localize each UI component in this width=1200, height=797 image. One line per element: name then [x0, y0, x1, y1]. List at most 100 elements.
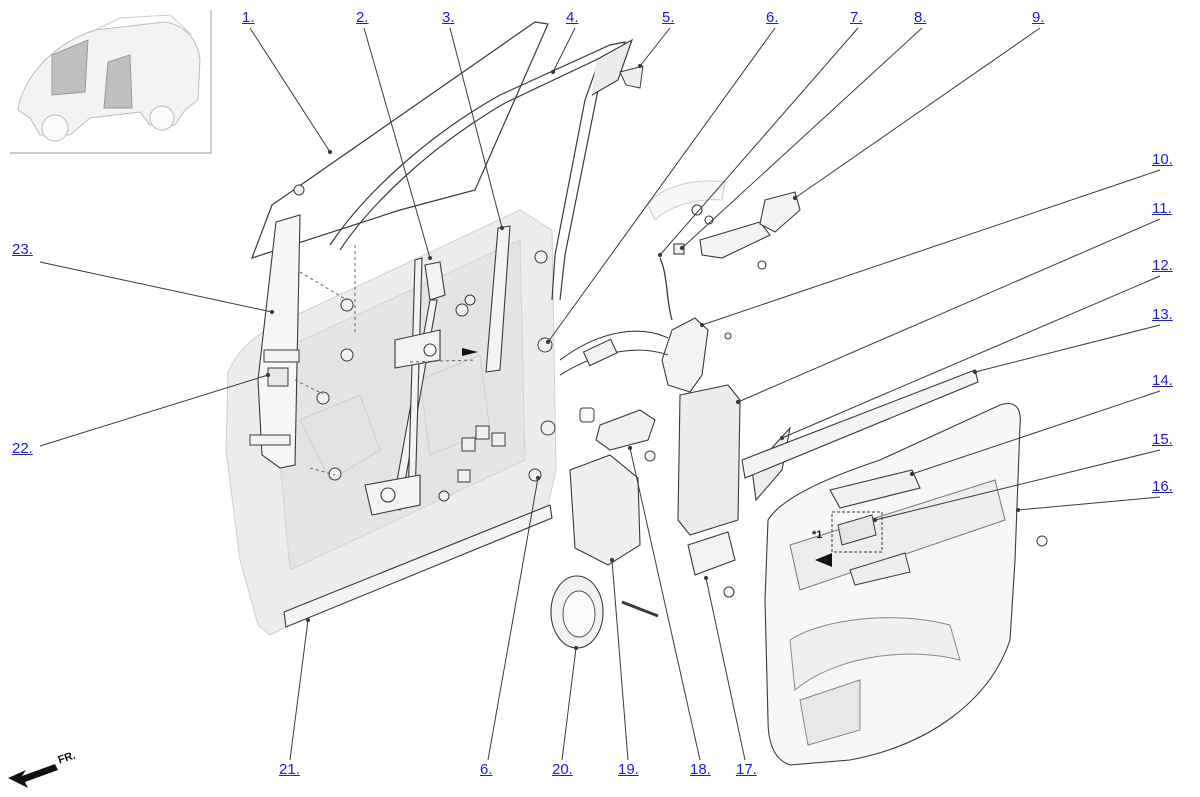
leader-c6bot — [487, 477, 539, 761]
leader-tip-c23 — [269, 309, 275, 315]
lower-weatherstrip — [283, 504, 553, 628]
lower-sash-bracket — [249, 349, 300, 446]
callout-c2[interactable]: 2. — [356, 9, 369, 26]
leader-tip-c7 — [657, 252, 663, 258]
leader-c8 — [681, 27, 923, 249]
leader-tip-c19 — [609, 557, 615, 563]
door-speaker — [550, 575, 659, 649]
leader-c10 — [701, 169, 1161, 326]
callout-c23[interactable]: 23. — [12, 241, 33, 258]
leader-c22 — [39, 374, 269, 447]
leader-c13 — [974, 324, 1161, 373]
leader-tip-c6top — [545, 339, 551, 345]
panel-plugs — [316, 250, 556, 502]
leader-c4 — [552, 27, 576, 73]
vehicle-thumbnail — [10, 10, 212, 154]
front-direction-arrow — [8, 764, 58, 788]
leader-tip-c1 — [327, 149, 333, 155]
leader-tip-c11 — [735, 399, 741, 405]
callout-c20[interactable]: 20. — [552, 761, 573, 778]
leader-tip-c4 — [550, 69, 556, 75]
callout-c6top[interactable]: 6. — [766, 9, 779, 26]
leader-c23 — [39, 261, 273, 313]
door-lock-assembly — [559, 317, 732, 393]
leader-c2 — [363, 27, 431, 259]
leader-tip-c10 — [699, 322, 705, 328]
leader-c21 — [289, 619, 309, 761]
sealing-cover — [677, 384, 741, 536]
inner-handle-screw — [644, 450, 656, 462]
leader-tip-c8 — [679, 245, 685, 251]
callout-c8[interactable]: 8. — [914, 9, 927, 26]
leader-c20 — [561, 647, 577, 761]
callout-c10[interactable]: 10. — [1152, 151, 1173, 168]
leader-c12 — [781, 275, 1161, 439]
leader-c16 — [1017, 496, 1161, 511]
callout-c17[interactable]: 17. — [736, 761, 757, 778]
dashed-guides — [294, 245, 476, 476]
service-hole-cover — [569, 454, 641, 566]
door-glass — [250, 21, 549, 259]
callout-c11[interactable]: 11. — [1152, 200, 1172, 217]
callout-c5[interactable]: 5. — [662, 9, 675, 26]
leader-c6top — [547, 27, 776, 343]
door-module — [687, 531, 736, 598]
leader-c3 — [449, 27, 503, 229]
callout-c4[interactable]: 4. — [566, 9, 579, 26]
leader-tip-c18 — [627, 445, 633, 451]
callout-c15[interactable]: 15. — [1152, 431, 1173, 448]
leader-tip-c15 — [872, 517, 878, 523]
leader-c15 — [874, 449, 1161, 521]
rear-run-channel — [485, 225, 511, 373]
leader-c9 — [794, 27, 1041, 199]
leader-tip-c20 — [573, 645, 579, 651]
leader-tip-c22 — [265, 372, 271, 378]
leader-c5 — [639, 27, 671, 67]
clip — [579, 407, 595, 423]
leader-tip-c6bot — [535, 475, 541, 481]
callout-c9[interactable]: 9. — [1032, 9, 1045, 26]
callout-c18[interactable]: 18. — [690, 761, 711, 778]
leader-tip-c2 — [427, 255, 433, 261]
note-marker: *1 — [812, 529, 823, 541]
sash-cap — [619, 65, 644, 89]
inner-handle — [595, 409, 656, 451]
callout-c14[interactable]: 14. — [1152, 372, 1173, 389]
switch-module — [831, 511, 911, 586]
callout-c16[interactable]: 16. — [1152, 478, 1173, 495]
leader-c11 — [737, 218, 1161, 403]
callout-c19[interactable]: 19. — [618, 761, 639, 778]
leader-tip-c13 — [972, 369, 978, 375]
lock-rod — [659, 257, 673, 321]
callout-c12[interactable]: 12. — [1152, 257, 1173, 274]
belt-molding — [741, 369, 979, 479]
leader-c14 — [911, 390, 1161, 475]
front-run-channel — [257, 214, 301, 469]
leader-c18 — [629, 447, 701, 761]
leader-tip-c21 — [305, 617, 311, 623]
leader-tip-c5 — [637, 63, 643, 69]
callout-c22[interactable]: 22. — [12, 440, 33, 457]
callout-c3[interactable]: 3. — [442, 9, 455, 26]
leader-tip-c3 — [499, 225, 505, 231]
direction-arrow-small — [462, 348, 478, 356]
outside-handle-assembly — [647, 180, 801, 270]
trim-screw — [1036, 535, 1048, 547]
power-window-switch — [829, 469, 921, 509]
window-regulator — [364, 257, 446, 516]
leader-tip-c9 — [792, 195, 798, 201]
leader-tip-c16 — [1015, 507, 1021, 513]
callout-c1[interactable]: 1. — [242, 9, 255, 26]
callout-c13[interactable]: 13. — [1152, 306, 1173, 323]
direction-arrow-switch — [815, 553, 832, 567]
leader-c7 — [659, 27, 859, 256]
callout-c7[interactable]: 7. — [850, 9, 863, 26]
window-sash-frame — [329, 38, 634, 301]
callout-c6bot[interactable]: 6. — [480, 761, 493, 778]
leader-c19 — [611, 559, 629, 761]
callout-c21[interactable]: 21. — [279, 761, 300, 778]
leader-tip-c12 — [779, 435, 785, 441]
leader-tip-c17 — [703, 575, 709, 581]
